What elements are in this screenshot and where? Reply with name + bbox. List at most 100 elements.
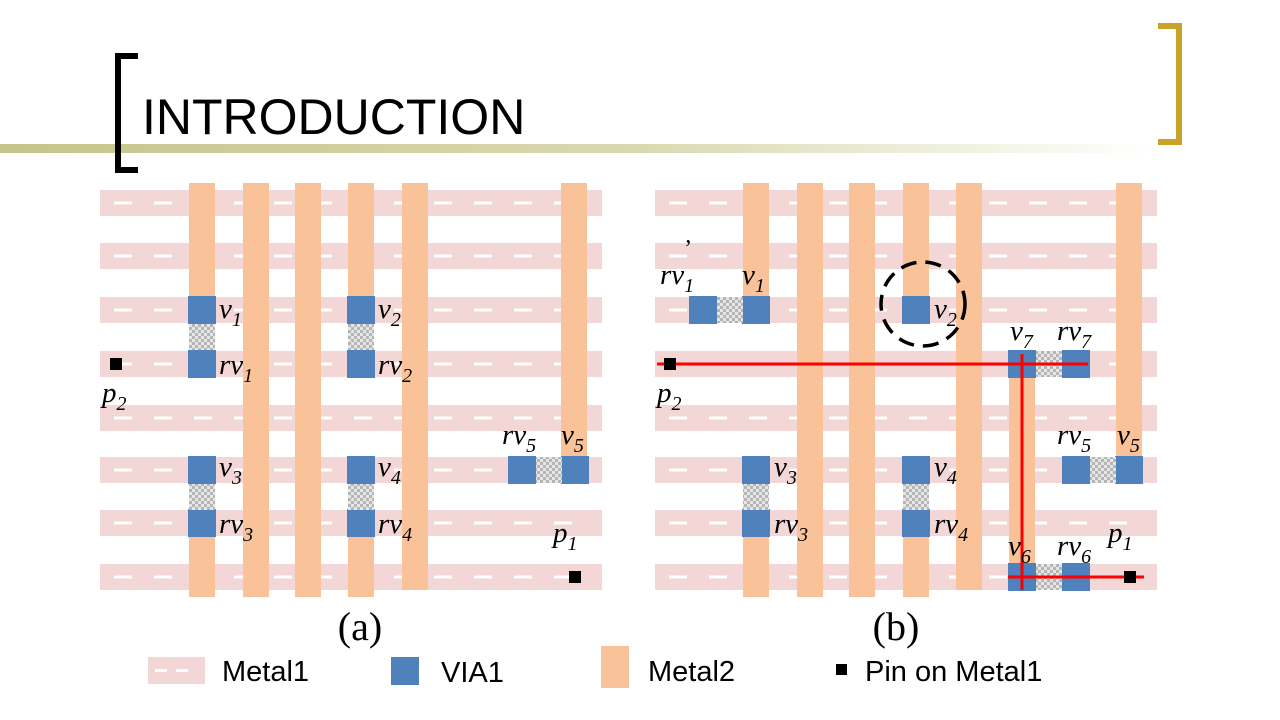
metal2-track xyxy=(348,183,374,310)
via1 xyxy=(742,509,770,537)
metal1-dash xyxy=(669,201,687,205)
metal1-dash xyxy=(829,521,847,525)
metal1-dash xyxy=(514,521,532,525)
metal1-dash xyxy=(989,254,1007,258)
metal1-dash xyxy=(1109,521,1127,525)
right-bracket xyxy=(1158,23,1182,145)
metal1-dash xyxy=(989,468,1007,472)
metal1-dash xyxy=(709,201,727,205)
metal1-dash xyxy=(474,468,492,472)
metal1-dash xyxy=(709,521,727,525)
label-rv7: rv7 xyxy=(1057,315,1092,353)
via1 xyxy=(188,509,216,537)
metal1-dash xyxy=(829,308,847,312)
metal1-dash xyxy=(434,416,452,420)
metal1-dash xyxy=(1029,201,1047,205)
metal1-dash xyxy=(989,201,1007,205)
metal1-dash xyxy=(514,575,532,579)
metal1-dash xyxy=(514,362,532,366)
metal1-dash xyxy=(669,254,687,258)
metal1-dash xyxy=(1069,201,1087,205)
via1 xyxy=(561,456,589,484)
metal2-track xyxy=(189,183,215,310)
metal1-dash xyxy=(354,416,372,420)
metal1-dash xyxy=(114,468,132,472)
metal1-dash xyxy=(829,201,847,205)
metal1-dash xyxy=(114,254,132,258)
legend-metal2: Metal2 xyxy=(601,646,735,688)
metal1-dash xyxy=(869,201,887,205)
via1 xyxy=(742,456,770,484)
label-v3: v3 xyxy=(774,451,797,489)
label-p2: p2 xyxy=(655,377,682,415)
legend-metal1-label: Metal1 xyxy=(222,656,309,688)
legend-via1: VIA1 xyxy=(391,657,504,689)
metal1-dash xyxy=(314,416,332,420)
metal1-dash xyxy=(1029,521,1047,525)
legend-via1-swatch xyxy=(391,657,419,685)
metal1-dash xyxy=(514,308,532,312)
label-v2: v2 xyxy=(934,293,957,331)
via1 xyxy=(742,296,770,324)
legend-metal1-dash xyxy=(176,669,188,672)
metal1-dash xyxy=(1069,416,1087,420)
metal1-dash xyxy=(1029,308,1047,312)
label-rv3: rv3 xyxy=(219,508,253,546)
metal2-track xyxy=(348,536,374,597)
metal1-dash xyxy=(154,575,172,579)
metal1-dash xyxy=(274,201,292,205)
metal1-dash xyxy=(909,416,927,420)
caption-b: (b) xyxy=(873,604,920,649)
label-rv1: rv1’ xyxy=(660,236,694,297)
caption-a: (a) xyxy=(338,604,382,649)
via1 xyxy=(347,456,375,484)
label-v6: v6 xyxy=(1008,530,1031,568)
metal1-dash xyxy=(314,468,332,472)
metal1-dash xyxy=(669,521,687,525)
legend-pin: Pin on Metal1 xyxy=(836,656,1042,688)
pin xyxy=(1124,571,1136,583)
title-rule-line xyxy=(0,144,1160,153)
slide-title: INTRODUCTION xyxy=(142,89,526,145)
metal1-dash xyxy=(434,308,452,312)
metal1-dash xyxy=(869,521,887,525)
redundant-link xyxy=(536,457,562,483)
pin xyxy=(110,358,122,370)
metal1-dash xyxy=(474,308,492,312)
metal1-dash xyxy=(869,254,887,258)
metal1-dash xyxy=(434,575,452,579)
metal1-dash xyxy=(434,521,452,525)
redundant-link xyxy=(1090,457,1116,483)
redundant-link xyxy=(348,484,374,510)
metal1-dash xyxy=(154,254,172,258)
metal1-dash xyxy=(194,416,212,420)
metal1-dash xyxy=(829,254,847,258)
metal1-dash xyxy=(314,254,332,258)
metal1-dash xyxy=(709,575,727,579)
metal1-dash xyxy=(669,308,687,312)
metal1-dash xyxy=(829,416,847,420)
legend-metal1-dash xyxy=(155,669,167,672)
pin xyxy=(569,571,581,583)
metal1-dash xyxy=(709,254,727,258)
via1 xyxy=(902,456,930,484)
metal1-dash xyxy=(114,308,132,312)
metal1-dash xyxy=(474,254,492,258)
legend-metal2-label: Metal2 xyxy=(648,656,735,688)
metal1-dash xyxy=(829,575,847,579)
metal1-dash xyxy=(554,575,572,579)
metal1-dash xyxy=(474,201,492,205)
metal1-dash xyxy=(434,468,452,472)
metal2-track xyxy=(295,183,321,597)
label-rv3: rv3 xyxy=(774,508,808,546)
metal1-dash xyxy=(709,416,727,420)
metal1-dash xyxy=(669,416,687,420)
metal1-dash xyxy=(514,201,532,205)
metal1-dash xyxy=(474,575,492,579)
via1 xyxy=(508,456,536,484)
label-rv5: rv5 xyxy=(502,419,536,457)
metal2-track xyxy=(797,183,823,597)
via1 xyxy=(1062,456,1090,484)
